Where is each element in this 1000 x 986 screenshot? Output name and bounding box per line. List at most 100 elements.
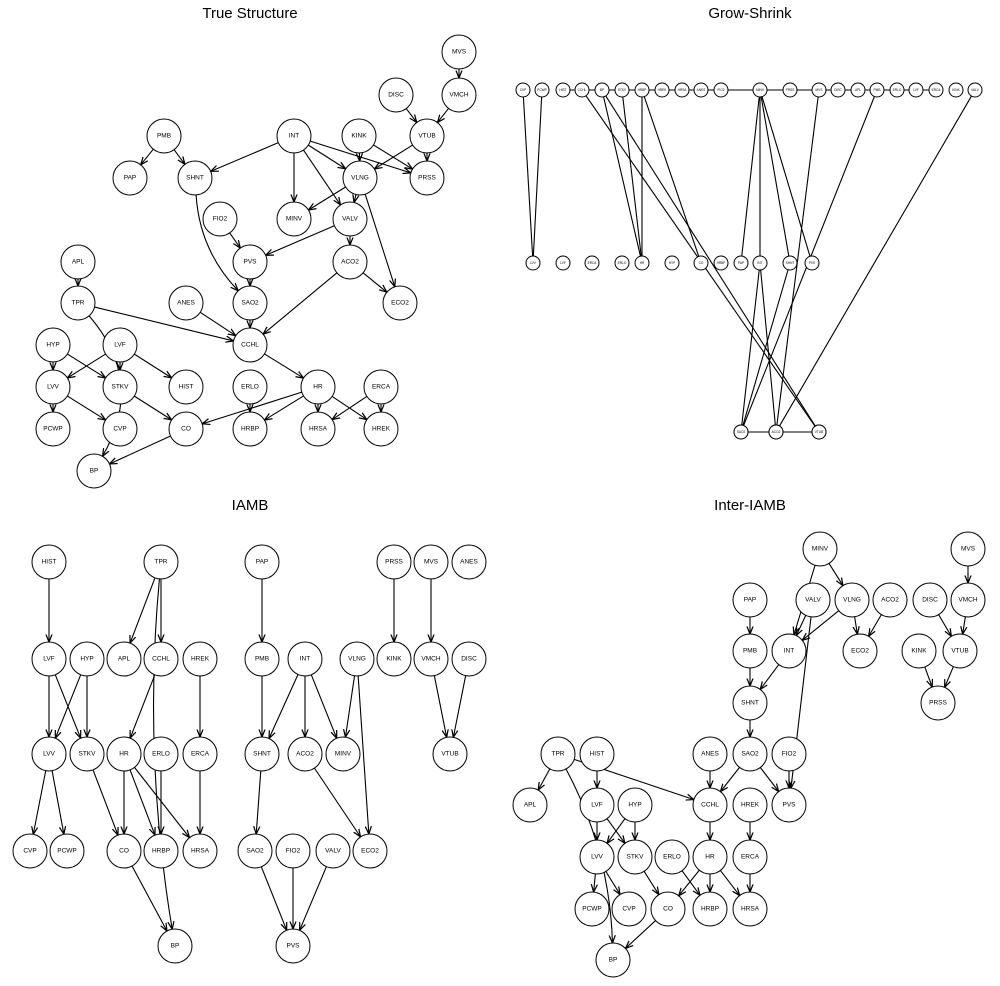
node-circle bbox=[733, 424, 749, 440]
node-mvs: MVS bbox=[441, 34, 477, 70]
node-circle bbox=[692, 736, 728, 772]
node-aco2: ACO2 bbox=[768, 424, 784, 440]
node-circle bbox=[275, 928, 311, 964]
node-circle bbox=[732, 891, 768, 927]
node-circle bbox=[574, 82, 590, 98]
node-circle bbox=[143, 833, 179, 869]
node-label: HREK bbox=[191, 656, 210, 663]
edge-hr-to-hrsa bbox=[719, 870, 739, 895]
node-tpr: TPR bbox=[60, 285, 96, 321]
node-apl: APL bbox=[850, 82, 866, 98]
node-bp: BP bbox=[594, 82, 610, 98]
node-kink: KINK bbox=[948, 82, 964, 98]
node-label: HRBP bbox=[241, 426, 259, 433]
node-lvv: LVV bbox=[579, 839, 615, 875]
node-circle bbox=[182, 736, 218, 772]
node-label: HYP bbox=[80, 656, 93, 663]
node-label: ANES bbox=[177, 300, 195, 307]
node-circle bbox=[768, 424, 784, 440]
node-int: INT bbox=[752, 255, 768, 271]
node-circle bbox=[275, 833, 311, 869]
node-tpr: TPR bbox=[540, 736, 576, 772]
edge-fio2-to-pvs bbox=[229, 232, 241, 248]
node-circle bbox=[634, 255, 650, 271]
edge-int-to-shnt bbox=[269, 674, 299, 738]
edge-lvv-to-pcwp bbox=[51, 770, 64, 835]
node-pcwp: PCWP bbox=[574, 891, 610, 927]
node-prss: PRSS bbox=[376, 544, 412, 580]
node-erca: ERCA bbox=[363, 369, 399, 405]
edge-aco2-to-cchl bbox=[263, 272, 338, 334]
node-label: DISC bbox=[461, 656, 477, 663]
node-erlo: ERLO bbox=[654, 839, 690, 875]
node-co: CO bbox=[168, 411, 204, 447]
node-circle bbox=[654, 839, 690, 875]
node-label: CO bbox=[181, 426, 191, 433]
node-lvf: LVF bbox=[31, 641, 67, 677]
edge-vlng-to-minv bbox=[345, 675, 356, 737]
node-circle bbox=[674, 82, 690, 98]
edge-int-to-minv bbox=[310, 674, 336, 738]
node-circle bbox=[35, 327, 71, 363]
edge-aco2-to-eco2 bbox=[362, 272, 387, 292]
node-circle bbox=[555, 255, 571, 271]
node-lvf: LVF bbox=[908, 82, 924, 98]
node-circle bbox=[76, 453, 112, 489]
node-circle bbox=[376, 544, 412, 580]
node-circle bbox=[300, 369, 336, 405]
node-circle bbox=[112, 160, 148, 196]
edge-lvv-to-cvp bbox=[605, 871, 620, 894]
node-stkv: STKV bbox=[69, 736, 105, 772]
node-label: TPR bbox=[72, 300, 85, 307]
node-hrek: HREK bbox=[732, 787, 768, 823]
node-label: HRBP bbox=[717, 261, 726, 265]
edge-hr-to-hrsa bbox=[134, 767, 189, 837]
node-circle bbox=[315, 833, 351, 869]
node-circle bbox=[237, 833, 273, 869]
node-circle bbox=[928, 82, 944, 98]
node-circle bbox=[102, 411, 138, 447]
node-fio2: FIO2 bbox=[713, 82, 729, 98]
node-mvs: MVS bbox=[413, 544, 449, 580]
edge-valv-to-aco2 bbox=[779, 95, 972, 427]
node-erlo: ERLO bbox=[143, 736, 179, 772]
node-hist: HIST bbox=[555, 82, 571, 98]
node-label: VTUB bbox=[815, 430, 824, 434]
node-circle bbox=[732, 685, 768, 721]
node-label: VALV bbox=[325, 848, 341, 855]
node-circle bbox=[732, 736, 768, 772]
node-label: INT bbox=[757, 261, 762, 265]
node-label: HIST bbox=[590, 751, 605, 758]
node-erca2: ERCA bbox=[584, 255, 600, 271]
edge-valv-to-int bbox=[796, 615, 807, 635]
node-circle bbox=[232, 327, 268, 363]
edge-hr-to-hrbp bbox=[129, 769, 155, 835]
node-apl: APL bbox=[60, 244, 96, 280]
node-label: PMB bbox=[743, 648, 757, 655]
node-label: HRSA bbox=[191, 848, 210, 855]
node-label: CCHL bbox=[578, 88, 587, 92]
edge-vlng-to-valv bbox=[354, 195, 356, 203]
node-minv: MINV bbox=[276, 201, 312, 237]
node-label: MVS bbox=[424, 559, 439, 566]
node-label: ANES bbox=[701, 751, 719, 758]
node-circle bbox=[617, 839, 653, 875]
edge-int-to-shnt bbox=[760, 664, 780, 690]
node-label: ACO2 bbox=[341, 259, 359, 266]
node-circle bbox=[12, 833, 48, 869]
node-circle bbox=[339, 641, 375, 677]
node-valv: VALV bbox=[795, 582, 831, 618]
node-label: PCWP bbox=[582, 906, 602, 913]
edge-valv-to-pvs bbox=[300, 866, 327, 931]
node-circle bbox=[232, 285, 268, 321]
node-circle bbox=[693, 255, 709, 271]
node-label: LVV bbox=[530, 261, 537, 265]
node-sao2: SAO2 bbox=[732, 736, 768, 772]
node-shnt: SHNT bbox=[782, 255, 798, 271]
edge-minv-to-pvs bbox=[761, 96, 811, 257]
edge-co-to-bp bbox=[131, 865, 167, 931]
node-circle bbox=[287, 736, 323, 772]
